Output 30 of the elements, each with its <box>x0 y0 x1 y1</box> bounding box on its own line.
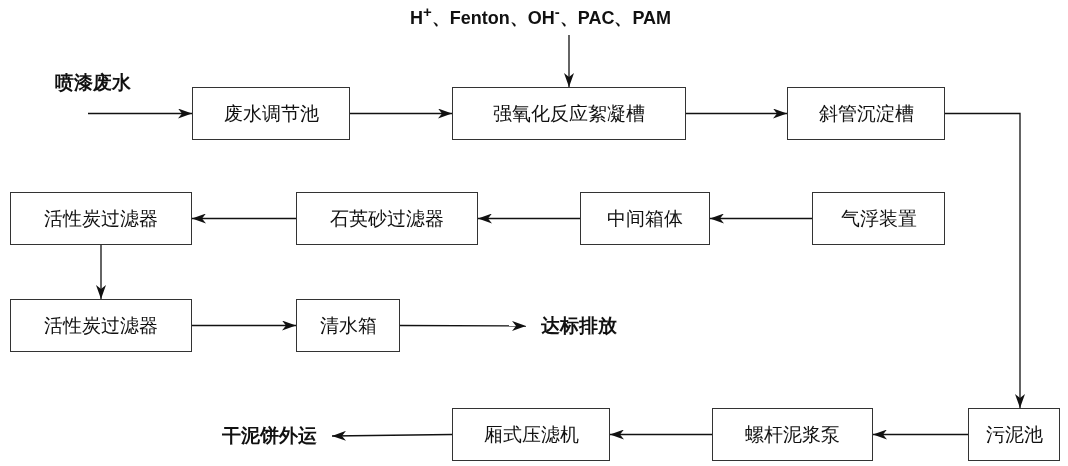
process-box: 厢式压滤机 <box>452 408 610 461</box>
process-box: 斜管沉淀槽 <box>787 87 945 140</box>
process-box: 清水箱 <box>296 299 400 352</box>
arrow <box>87 108 193 119</box>
arrow <box>399 320 527 331</box>
arrow <box>944 112 1025 409</box>
output-label: 干泥饼外运 <box>206 421 332 451</box>
process-box: 螺杆泥浆泵 <box>712 408 873 461</box>
arrow <box>609 429 713 440</box>
output-label: 达标排放 <box>526 311 632 341</box>
arrow <box>709 213 813 224</box>
arrow <box>477 213 581 224</box>
process-box: 石英砂过滤器 <box>296 192 478 245</box>
process-box: 污泥池 <box>968 408 1060 461</box>
edge-label: H$^{+}$、Fenton、OH$^{-}$、PAC、PAM <box>410 3 672 30</box>
arrow <box>872 429 969 440</box>
arrow <box>96 244 106 300</box>
edge-label: 喷漆废水 <box>55 70 131 95</box>
arrow <box>191 320 297 331</box>
arrow <box>191 213 297 224</box>
arrow <box>331 430 453 441</box>
arrow <box>564 34 574 88</box>
process-box: 强氧化反应絮凝槽 <box>452 87 686 140</box>
arrow <box>349 108 453 119</box>
arrow <box>685 108 788 119</box>
process-box: 中间箱体 <box>580 192 710 245</box>
process-box: 活性炭过滤器 <box>10 192 192 245</box>
process-box: 气浮装置 <box>812 192 945 245</box>
process-box: 活性炭过滤器 <box>10 299 192 352</box>
process-box: 废水调节池 <box>192 87 350 140</box>
